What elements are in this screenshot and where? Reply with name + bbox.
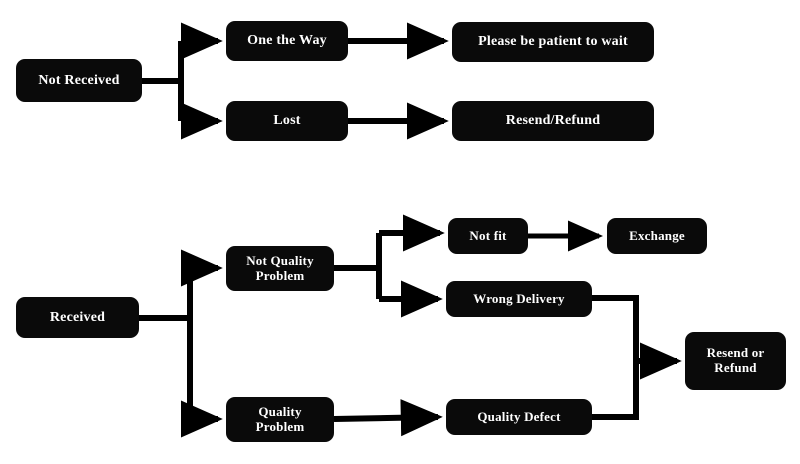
node-wrong-delivery[interactable]: Wrong Delivery <box>446 281 592 317</box>
node-resend-or-refund[interactable]: Resend or Refund <box>685 332 786 390</box>
node-quality-defect[interactable]: Quality Defect <box>446 399 592 435</box>
node-one-the-way[interactable]: One the Way <box>226 21 348 61</box>
node-quality-problem-line2: Problem <box>255 418 305 434</box>
node-resend-or-refund-line2: Refund <box>714 360 757 375</box>
node-resend-or-refund-line1: Resend or <box>706 345 765 361</box>
node-not-fit[interactable]: Not fit <box>448 218 528 254</box>
node-lost[interactable]: Lost <box>226 101 348 141</box>
node-not-quality-problem[interactable]: Not Quality Problem <box>226 246 334 291</box>
edge-wrong-delivery-to-merge <box>592 295 639 361</box>
node-received[interactable]: Received <box>16 297 139 338</box>
node-not-quality-problem-line1: Not Quality <box>246 252 314 268</box>
node-quality-problem-line1: Quality <box>258 403 302 419</box>
node-not-received[interactable]: Not Received <box>16 59 142 102</box>
node-exchange[interactable]: Exchange <box>607 218 707 254</box>
edge-quality-problem-to-quality-defect <box>333 399 443 437</box>
node-resend-refund[interactable]: Resend/Refund <box>452 101 654 141</box>
node-quality-problem[interactable]: Quality Problem <box>226 397 334 442</box>
edge-quality-defect-to-merge <box>592 361 639 420</box>
node-please-be-patient-to-wait[interactable]: Please be patient to wait <box>452 22 654 62</box>
node-not-quality-problem-line2: Problem <box>255 267 305 283</box>
